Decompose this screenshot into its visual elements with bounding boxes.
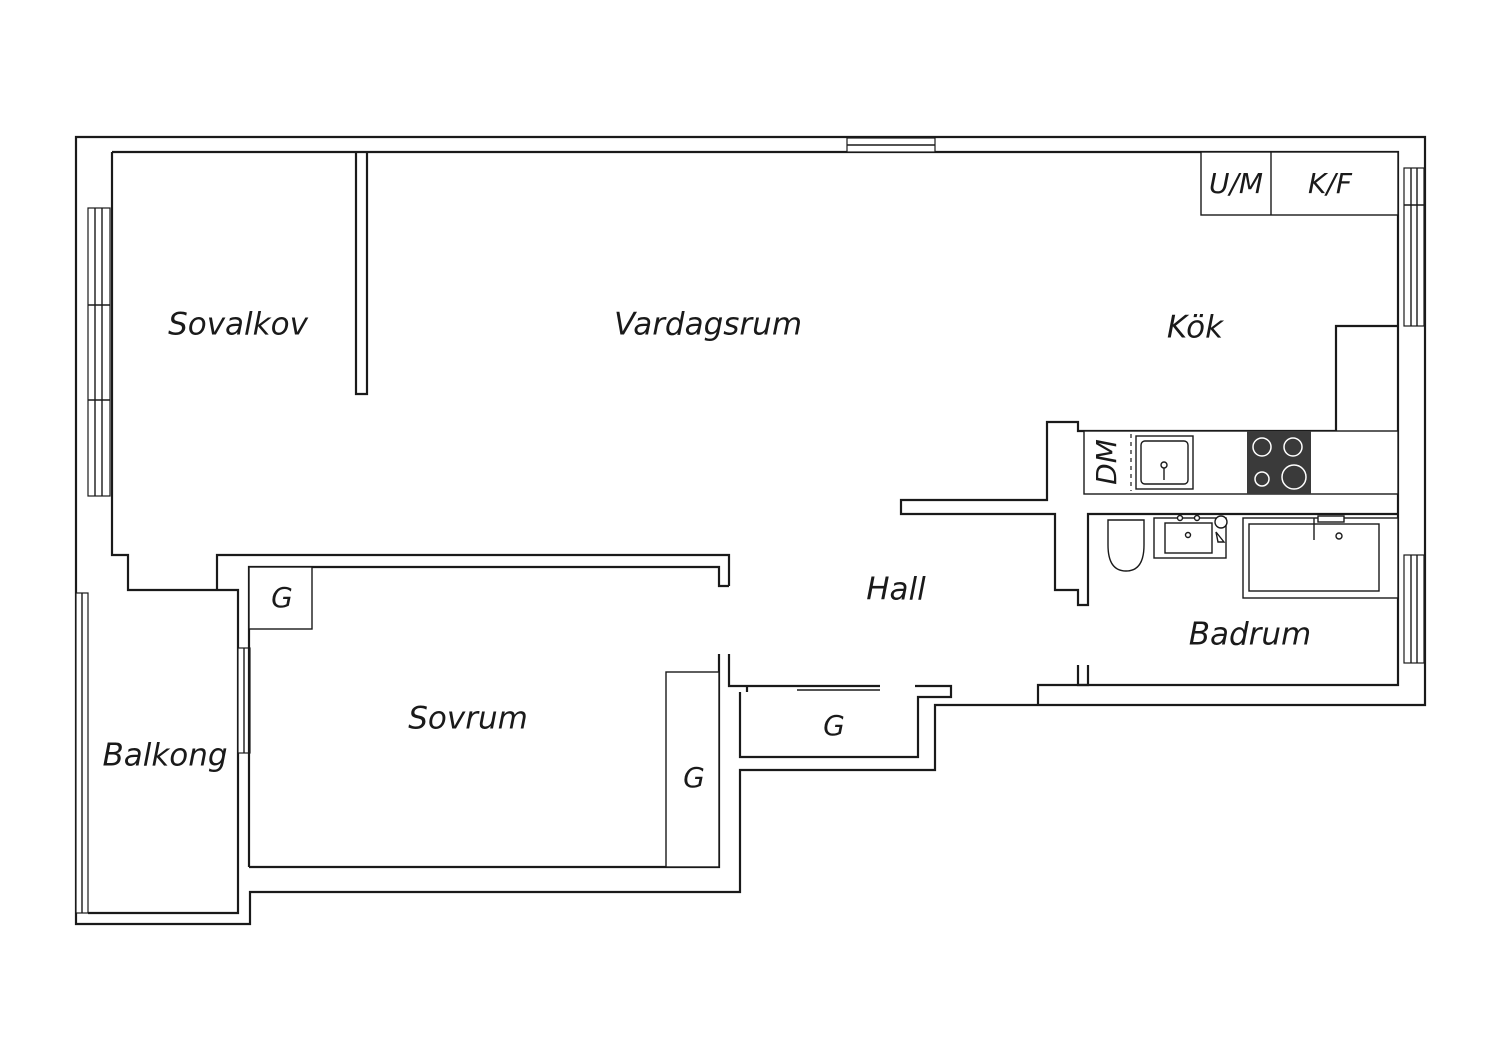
room-vardagsrum: Vardagsrum	[614, 307, 802, 343]
storage-sovrum-right	[665, 671, 720, 868]
bathtub-drain	[1335, 532, 1343, 540]
room-kok: Kök	[1167, 310, 1224, 346]
window-right-bath	[1403, 554, 1425, 664]
room-sovalkov: Sovalkov	[168, 307, 309, 343]
label-um: U/M	[1209, 167, 1263, 200]
label-g-sovrum: G	[271, 581, 293, 614]
bath-sink-tap-a	[1176, 514, 1184, 522]
bath-sink-drain	[1184, 531, 1192, 539]
partition-sovalkov	[354, 152, 369, 396]
bathroom-door-jamb	[1076, 665, 1090, 687]
storage-sovrum	[248, 566, 313, 630]
room-badrum: Badrum	[1189, 617, 1312, 653]
stove-burner-3	[1254, 471, 1270, 487]
washer-control	[1214, 515, 1228, 529]
bathtub-mixer	[1317, 515, 1345, 523]
room-hall: Hall	[866, 572, 926, 608]
label-g-hall: G	[823, 709, 845, 742]
inner-wall-left	[88, 152, 240, 915]
sink-drain	[1160, 461, 1168, 469]
window-left	[87, 207, 111, 497]
label-dm: DM	[1090, 439, 1123, 485]
stove-burner-2	[1283, 437, 1303, 457]
stove-burner-4	[1281, 464, 1307, 490]
inner-wall	[112, 150, 1400, 705]
washer-spout	[1215, 531, 1226, 543]
toilet	[1107, 519, 1145, 572]
label-g-sovrum-right: G	[683, 761, 705, 794]
bath-sink-tap-b	[1193, 514, 1201, 522]
room-sovrum: Sovrum	[408, 701, 528, 737]
stove-burner-1	[1252, 437, 1272, 457]
outer-wall	[74, 135, 1427, 926]
room-balkong: Balkong	[102, 738, 227, 774]
kitchen-cabinets	[1200, 151, 1399, 216]
label-kf: K/F	[1308, 167, 1353, 200]
window-right-kitchen	[1403, 167, 1425, 327]
